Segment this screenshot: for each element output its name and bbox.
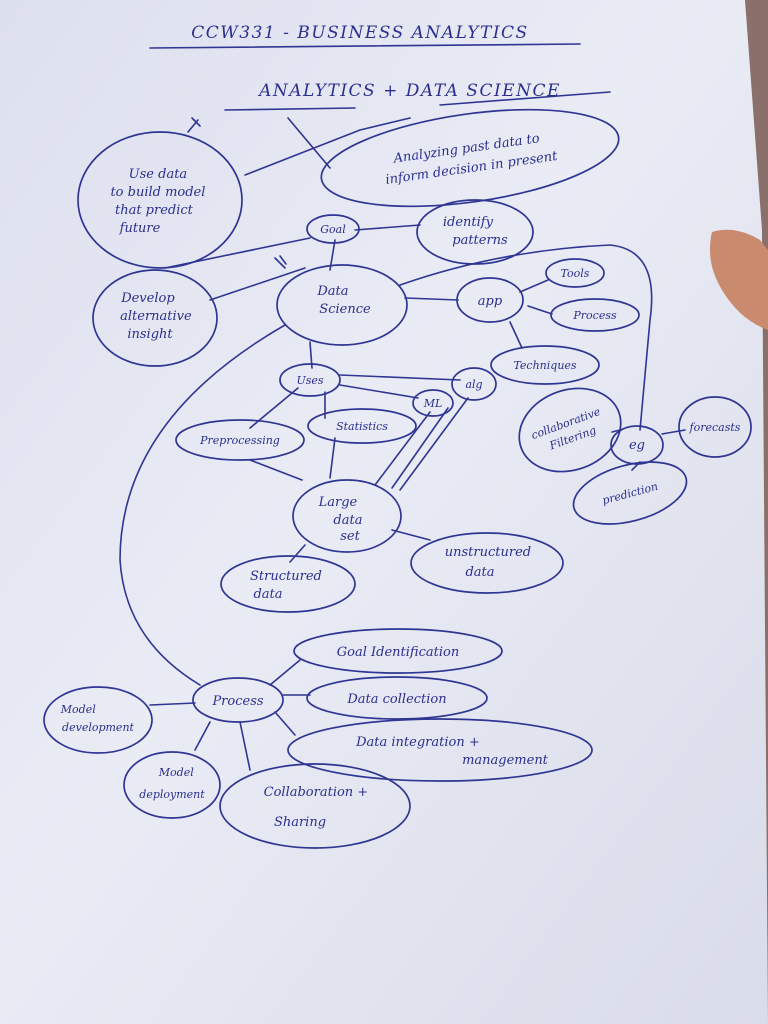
label-data-integration: Data integration + management (355, 735, 549, 768)
doodle-mark-2 (274, 255, 287, 269)
label-goal: Goal (320, 223, 346, 236)
finger (709, 229, 768, 330)
bubble-tools (545, 258, 605, 288)
label-use-data: Use data to build model that predict fut… (110, 167, 209, 236)
bubble-eg (610, 425, 664, 465)
bubble-alg (451, 367, 497, 401)
label-statistics: Statistics (336, 420, 388, 433)
bubble-structured (220, 555, 356, 613)
label-develop: Develop alternative insight (120, 291, 196, 342)
bubble-collab (518, 387, 622, 473)
bubble-large-data (292, 479, 402, 553)
bubble-forecasts (678, 396, 752, 458)
bubble-identify-patterns (416, 199, 534, 265)
bubble-unstructured (410, 532, 564, 594)
label-uses: Uses (296, 374, 323, 387)
label-model-development: Model development (60, 703, 135, 734)
label-alg: alg (465, 378, 482, 391)
label-techniques: Techniques (513, 359, 576, 372)
bubble-process (192, 677, 284, 723)
bubble-develop (92, 269, 218, 367)
bubble-model-development (43, 686, 153, 754)
label-collaboration: Collaboration + Sharing (264, 785, 373, 830)
bubble-preprocessing (175, 419, 305, 461)
label-identify-patterns: identify patterns (443, 215, 508, 248)
bubble-collaboration (219, 763, 411, 849)
course-title-underline (149, 43, 581, 49)
bubble-statistics (307, 408, 417, 444)
label-unstructured: unstructured data (445, 545, 535, 580)
label-data-science: Data Science (316, 284, 371, 317)
bubble-data-integration (287, 718, 593, 782)
label-app: app (478, 294, 503, 309)
bubble-ml (412, 389, 454, 417)
doodle-mark (187, 117, 201, 133)
bubble-model-deployment (123, 751, 221, 819)
heading-underline (224, 91, 611, 111)
label-structured: Structured data (250, 569, 326, 602)
bubble-goal-identification (293, 628, 503, 674)
bubble-analyzing (320, 108, 620, 208)
label-ml: ML (423, 397, 443, 410)
label-preprocessing: Preprocessing (199, 434, 280, 447)
page-heading: ANALYTICS + DATA SCIENCE (257, 81, 561, 101)
bubble-data-collection (306, 676, 488, 720)
bubble-app (456, 277, 524, 323)
bubble-data-science (276, 264, 408, 346)
label-eg: eg (629, 438, 645, 453)
label-large-data: Large data set (318, 495, 367, 544)
course-title: CCW331 - BUSINESS ANALYTICS (191, 23, 528, 43)
bubble-process-app (550, 298, 640, 332)
bubble-goal (306, 214, 360, 244)
label-model-deployment: Model deployment (139, 766, 205, 801)
label-goal-identification: Goal Identification (337, 645, 459, 660)
bubble-use-data (77, 131, 243, 269)
bubble-prediction (572, 461, 688, 525)
bubbles (43, 108, 752, 849)
label-process-app: Process (572, 309, 617, 322)
label-tools: Tools (561, 267, 590, 280)
bubble-uses (279, 363, 341, 397)
label-data-collection: Data collection (346, 692, 446, 707)
label-process: Process (211, 694, 263, 709)
label-forecasts: forecasts (689, 421, 741, 434)
bubble-techniques (490, 345, 600, 385)
